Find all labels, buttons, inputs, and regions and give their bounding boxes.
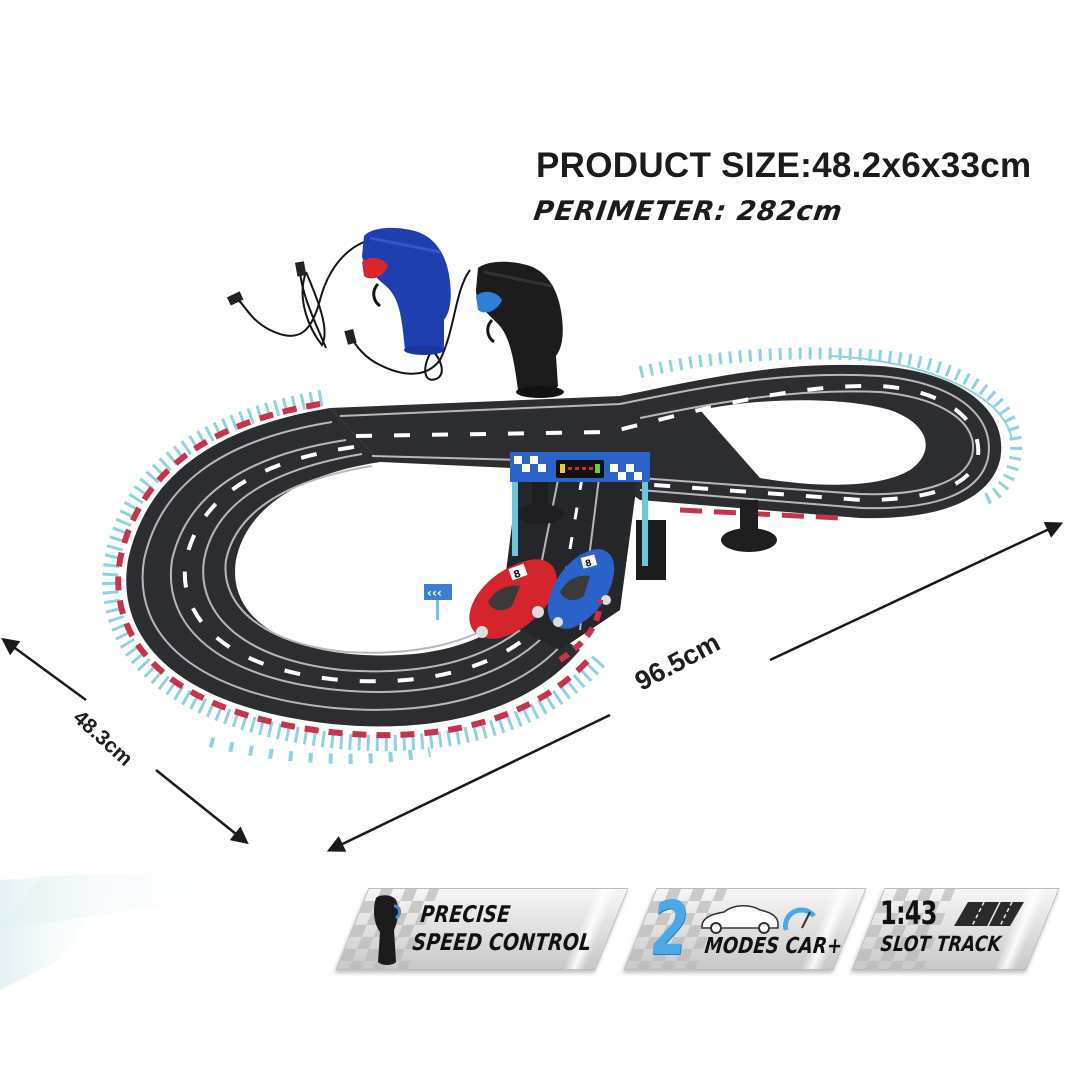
ramp-support <box>636 520 666 580</box>
controller-icon <box>373 895 402 965</box>
slot-track: ‹‹‹ 8 8 <box>102 347 1023 764</box>
feature-line2: MODES CAR+ <box>703 934 844 959</box>
feature-line2: SPEED CONTROL <box>411 930 593 956</box>
feature-line1: PRECISE <box>419 902 512 928</box>
bridge-pillar <box>721 500 777 552</box>
background-swoosh <box>0 870 280 990</box>
trigger <box>372 282 381 308</box>
track-lanes-icon <box>954 902 1024 926</box>
lap-counter-display <box>556 460 604 478</box>
usb-plug-icon <box>344 328 357 345</box>
turbo-button <box>476 291 502 313</box>
chevron-sign-icon: ‹‹‹ <box>424 584 452 620</box>
feature-badge-modes: 2 MODES CAR+ <box>623 886 867 972</box>
turbo-button <box>362 257 388 279</box>
usb-plug-icon <box>295 261 307 277</box>
svg-text:8: 8 <box>584 559 593 570</box>
modes-count: 2 <box>652 886 689 972</box>
car-speedometer-icon <box>701 905 816 934</box>
blue-controller <box>362 227 451 355</box>
feature-line2: SLOT TRACK <box>879 932 1003 956</box>
product-size-label: PRODUCT SIZE:48.2x6x33cm <box>536 146 1032 185</box>
black-controller <box>476 261 564 398</box>
red-rally-car: 8 <box>469 559 557 639</box>
feature-badge-speed-control: PRECISE SPEED CONTROL <box>335 888 629 970</box>
usb-plug-icon <box>226 291 244 306</box>
blue-rally-car: 8 <box>547 549 615 629</box>
start-gate <box>510 452 650 566</box>
feature-badge-scale: 1:43 SLOT TRACK <box>851 888 1060 970</box>
svg-text:8: 8 <box>512 568 522 581</box>
dimension-arrows <box>1 522 1064 852</box>
svg-text:‹‹‹: ‹‹‹ <box>427 586 442 600</box>
track-scale: 1:43 <box>880 894 937 932</box>
controller-cables <box>237 237 471 381</box>
